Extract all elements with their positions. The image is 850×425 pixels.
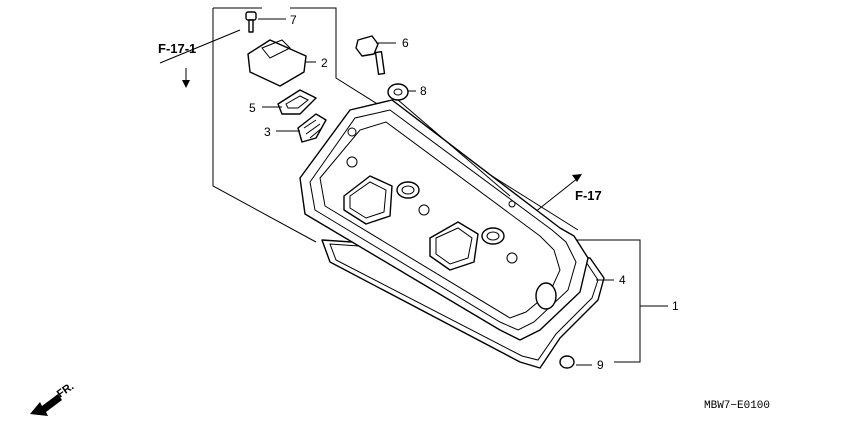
front-direction-arrow: FR.: [30, 380, 76, 416]
callout-1: 1: [672, 299, 679, 313]
reference-arrow-f17-1[interactable]: F-17-1: [158, 41, 196, 88]
cover-bolt: [355, 35, 386, 76]
plug-hole-grommet: [297, 113, 327, 143]
callout-3: 3: [264, 125, 271, 139]
callout-2: 2: [321, 56, 328, 70]
sealing-washer: [387, 83, 409, 101]
diagram-code: MBW7−E0100: [704, 400, 770, 412]
plug: [559, 355, 575, 369]
leader-lines: [258, 18, 668, 366]
callout-4: 4: [619, 273, 626, 287]
plug-hole-seal: [277, 89, 317, 115]
cylinder-head-cover: [299, 99, 589, 341]
callout-8: 8: [420, 84, 427, 98]
reference-label-f17-1: F-17-1: [158, 41, 196, 56]
reference-label-f17: F-17: [575, 188, 602, 203]
callout-7: 7: [290, 13, 297, 27]
reference-arrow-f17[interactable]: F-17: [524, 174, 602, 221]
callout-5: 5: [249, 101, 256, 115]
cap-bolt: [245, 11, 257, 33]
plug-hole-cap: [247, 39, 307, 87]
callout-9: 9: [597, 358, 604, 372]
callout-6: 6: [402, 36, 409, 50]
